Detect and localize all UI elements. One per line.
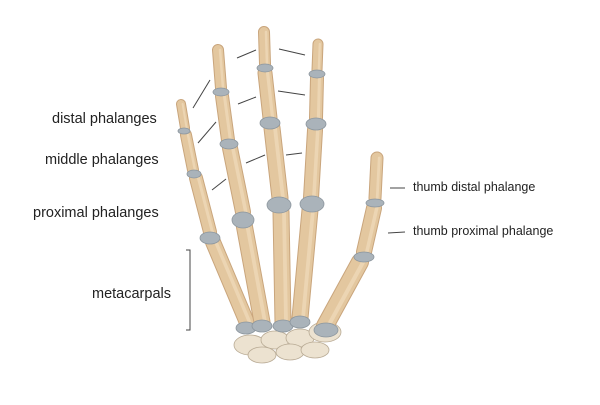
- index-bone-2: [304, 123, 322, 205]
- ring-cartilage-joint-1: [219, 138, 239, 150]
- ring-bone-3: [236, 216, 270, 330]
- index-bone-3: [292, 202, 318, 326]
- ring-cartilage-joint-2: [231, 211, 255, 229]
- little-cartilage-joint-0: [177, 127, 191, 135]
- little-bone-3: [206, 235, 255, 332]
- label-middle-phalanges: middle phalanges: [45, 152, 159, 168]
- middle-bone-2-highlight: [273, 126, 285, 200]
- middle-bone-1: [258, 66, 277, 125]
- index-cartilage-joint-3: [289, 315, 311, 329]
- leader-line-7: [245, 154, 266, 164]
- little-cartilage-joint-2: [199, 231, 221, 245]
- leader-line-1: [236, 49, 257, 59]
- little-bone-1-highlight: [186, 133, 197, 172]
- ring-bone-1-highlight: [222, 94, 232, 142]
- label-metacarpals: metacarpals: [92, 286, 171, 302]
- little-bone-1: [181, 130, 198, 175]
- middle-bone-3-highlight: [282, 210, 288, 324]
- index-bone-1: [310, 72, 323, 124]
- little-bone-0-highlight: [181, 103, 188, 129]
- little-bone-2-highlight: [196, 176, 214, 234]
- index-cartilage-joint-2: [299, 195, 325, 213]
- thumb-bone-2: [317, 254, 368, 334]
- middle-cartilage-joint-2: [266, 196, 292, 214]
- ring-bone-2: [223, 141, 250, 219]
- leader-line-10: [387, 231, 406, 234]
- ring-cartilage-joint-0: [212, 87, 230, 97]
- leader-line-2: [278, 48, 306, 56]
- leader-line-8: [285, 152, 303, 156]
- thumb-cartilage-joint-2: [313, 322, 339, 338]
- middle-bone-2: [264, 120, 288, 206]
- little-bone-2: [190, 172, 216, 238]
- thumb-bone-0: [369, 152, 383, 204]
- ring-bone-0: [213, 45, 226, 93]
- ring-bone-0-highlight: [218, 48, 225, 90]
- index-cartilage-joint-1: [305, 117, 327, 131]
- thumb-bone-1-highlight: [365, 206, 379, 254]
- metacarpals-bracket: [186, 249, 191, 331]
- middle-cartilage-joint-1: [259, 116, 281, 130]
- middle-bone-3: [273, 204, 291, 330]
- carpal-bone-4: [247, 346, 277, 364]
- leader-line-5: [277, 90, 306, 96]
- ring-bone-1: [216, 90, 234, 146]
- thumb-bone-0-highlight: [375, 156, 381, 200]
- ring-bone-2-highlight: [231, 146, 248, 214]
- thumb-cartilage-joint-0: [365, 198, 385, 208]
- leader-line-4: [237, 96, 257, 105]
- index-bone-0: [312, 39, 323, 75]
- ring-bone-3-highlight: [245, 222, 267, 324]
- leader-line-3: [197, 121, 217, 144]
- label-thumb-proximal-phalange: thumb proximal phalange: [413, 224, 554, 238]
- leader-line-6: [211, 178, 227, 191]
- index-bone-1-highlight: [316, 76, 321, 120]
- thumb-cartilage-joint-1: [353, 251, 375, 263]
- middle-bone-0-highlight: [264, 30, 269, 66]
- middle-bone-1-highlight: [265, 71, 275, 120]
- label-proximal-phalanges: proximal phalanges: [33, 205, 159, 221]
- label-distal-phalanges: distal phalanges: [52, 111, 157, 127]
- index-bone-0-highlight: [317, 42, 321, 72]
- middle-cartilage-joint-0: [256, 63, 274, 73]
- index-bone-2-highlight: [312, 128, 320, 200]
- leader-line-0: [192, 79, 211, 109]
- middle-bone-0: [259, 27, 270, 69]
- little-bone-0: [177, 100, 189, 132]
- carpal-bone-6: [300, 341, 330, 359]
- little-bone-3-highlight: [214, 240, 253, 327]
- thumb-bone-1: [357, 201, 381, 259]
- little-cartilage-joint-1: [186, 169, 202, 179]
- label-thumb-distal-phalange: thumb distal phalange: [413, 180, 536, 194]
- index-bone-3-highlight: [301, 208, 315, 320]
- ring-cartilage-joint-3: [251, 319, 273, 333]
- carpal-bone-5: [275, 343, 305, 361]
- thumb-bone-2-highlight: [326, 260, 366, 328]
- index-cartilage-joint-0: [308, 69, 326, 79]
